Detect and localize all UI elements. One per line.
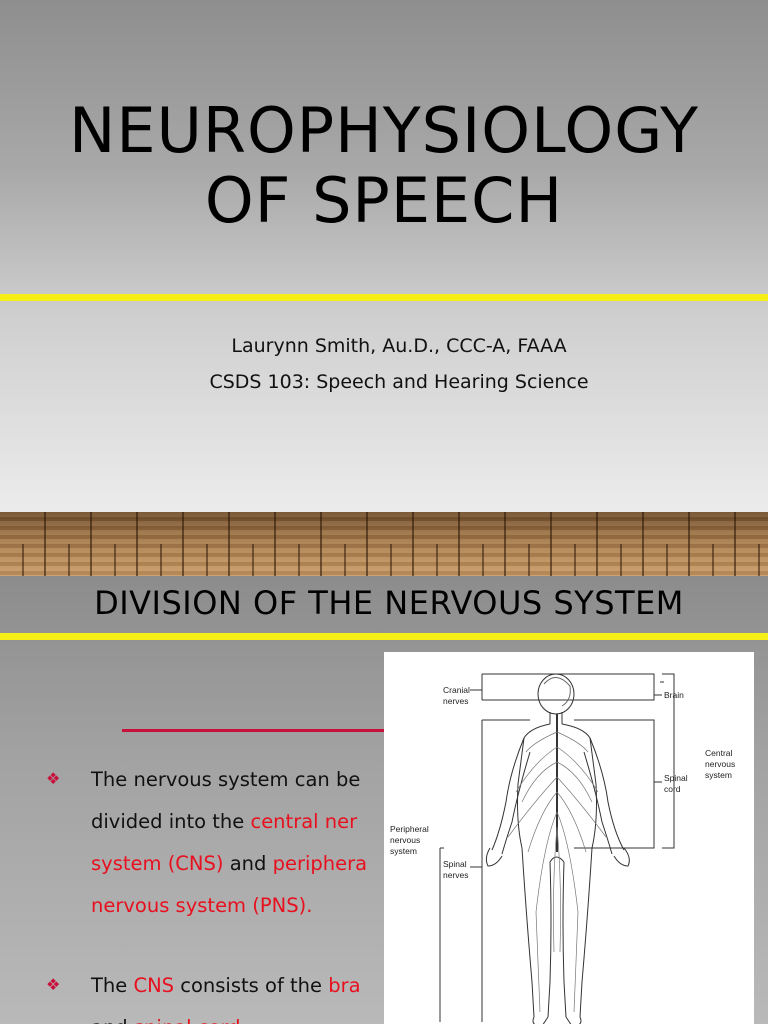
- red-accent-rule: [122, 729, 392, 732]
- label-central-nervous-system: Central nervous system: [705, 748, 736, 780]
- diamond-bullet-icon: ❖: [46, 975, 61, 994]
- divider-line: [0, 294, 768, 301]
- bullet-2-line-1a: The: [91, 974, 134, 997]
- label-spinal-cord: Spinal cord: [664, 773, 688, 794]
- bullet-2-line-2b: spinal cord: [134, 1016, 241, 1024]
- bullet-1: ❖ The nervous system can be divided into…: [46, 759, 406, 927]
- bullet-1-line-1: The nervous system can be: [91, 768, 361, 791]
- slide-heading: DIVISION OF THE NERVOUS SYSTEM: [94, 584, 684, 622]
- wood-floor-planks: [0, 544, 768, 576]
- bullet-1-line-3b: and: [223, 852, 273, 875]
- slide-title: NEUROPHYSIOLOGY OF SPEECH: [0, 96, 768, 236]
- bullet-1-line-2a: divided into the: [91, 810, 251, 833]
- bullet-2-line-1c: consists of the: [174, 974, 329, 997]
- bullet-1-line-2b: central ner: [250, 810, 358, 833]
- diamond-bullet-icon: ❖: [46, 769, 61, 788]
- bullet-2-line-2a: and: [91, 1016, 134, 1024]
- label-cranial-nerves: Cranial nerves: [443, 685, 470, 706]
- course-line: CSDS 103: Speech and Hearing Science: [209, 371, 589, 393]
- title-slide: NEUROPHYSIOLOGY OF SPEECH Laurynn Smith,…: [0, 0, 768, 576]
- bullet-1-line-3c: periphera: [272, 852, 368, 875]
- bullet-2-text: The CNS consists of the bra and spinal c…: [91, 965, 406, 1024]
- bullet-2-line-1b: CNS: [133, 974, 175, 997]
- bullet-1-line-3a: system (CNS): [91, 852, 224, 875]
- author-line: Laurynn Smith, Au.D., CCC-A, FAAA: [231, 335, 567, 357]
- bullet-2-line-1d: bra: [328, 974, 361, 997]
- bullet-1-text: The nervous system can be divided into t…: [91, 759, 406, 927]
- title-line-2: OF SPEECH: [204, 164, 564, 237]
- nervous-system-diagram: Cranial nerves Brain Central nervous sys…: [384, 652, 754, 1024]
- title-line-1: NEUROPHYSIOLOGY: [68, 94, 700, 167]
- label-peripheral-nervous-system: Peripheral nervous system: [390, 824, 429, 856]
- human-body-illustration: [439, 673, 675, 1024]
- heading-divider: [0, 633, 768, 640]
- label-brain: Brain: [664, 690, 684, 700]
- content-slide: DIVISION OF THE NERVOUS SYSTEM ❖ The ner…: [0, 576, 768, 1024]
- bullet-2: ❖ The CNS consists of the bra and spinal…: [46, 965, 406, 1024]
- label-spinal-nerves: Spinal nerves: [443, 859, 469, 880]
- bullet-1-line-4: nervous system (PNS).: [91, 894, 313, 917]
